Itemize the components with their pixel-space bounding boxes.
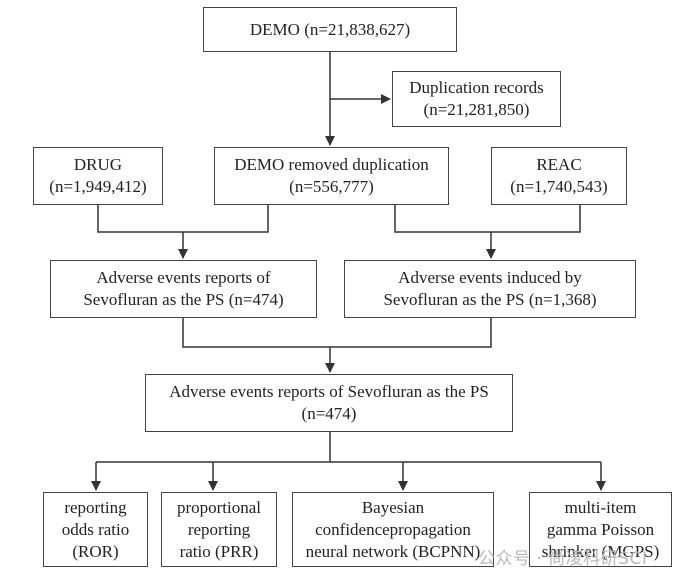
connector-removed-reac (394, 205, 581, 233)
node-ror-line-3: (ROR) (72, 541, 119, 561)
node-demo-removed-duplication: DEMO removed duplication (n=556,777) (214, 147, 449, 205)
node-ror-line-1: reporting (64, 497, 127, 517)
node-drug: DRUG (n=1,949,412) (33, 147, 163, 205)
node-demo: DEMO (n=21,838,627) (203, 7, 457, 52)
node-ror: reporting odds ratio (ROR) (43, 492, 148, 567)
node-prr-line-1: proportional (176, 497, 262, 517)
node-ae-reports-line-2: Sevofluran as the PS (n=474) (83, 290, 284, 309)
node-mgps-line-2: gamma Poisson (546, 519, 655, 539)
node-duplication-line-2: (n=21,281,850) (423, 100, 530, 119)
node-duplication-line-1: Duplication records (409, 78, 544, 97)
node-bcpnn-line-2: confidencepropagation (315, 519, 471, 539)
watermark: 公众号 · 尚凌科研SCI (478, 549, 648, 569)
node-ae-final: Adverse events reports of Sevofluran as … (145, 374, 513, 432)
node-bcpnn-line-1: Bayesian (361, 497, 425, 517)
node-prr: proportional reporting ratio (PRR) (161, 492, 277, 567)
node-mgps-line-1: multi-item (564, 497, 637, 517)
node-prr-line-3: ratio (PRR) (179, 541, 259, 561)
node-demo-removed-line-1: DEMO removed duplication (234, 155, 429, 174)
node-duplication-records: Duplication records (n=21,281,850) (392, 71, 561, 127)
node-prr-line-2: reporting (187, 519, 251, 539)
connector-drug-removed (97, 205, 269, 233)
node-ror-line-2: odds ratio (61, 519, 130, 539)
node-reac: REAC (n=1,740,543) (491, 147, 627, 205)
node-drug-line-1: DRUG (73, 155, 123, 174)
node-reac-line-1: REAC (536, 155, 582, 174)
node-bcpnn: Bayesian confidencepropagation neural ne… (292, 492, 494, 567)
node-mgps: multi-item gamma Poisson shrinker (MGPS) (529, 492, 672, 567)
node-ae-final-line-1: Adverse events reports of Sevofluran as … (169, 382, 489, 401)
node-ae-induced: Adverse events induced by Sevofluran as … (344, 260, 636, 318)
node-ae-reports-ps: Adverse events reports of Sevofluran as … (50, 260, 317, 318)
node-ae-induced-line-2: Sevofluran as the PS (n=1,368) (383, 290, 597, 309)
node-ae-induced-line-1: Adverse events induced by (398, 268, 582, 287)
node-demo-removed-line-2: (n=556,777) (289, 177, 374, 196)
node-ae-reports-line-1: Adverse events reports of (96, 268, 271, 287)
node-bcpnn-line-3: neural network (BCPNN) (305, 541, 481, 561)
node-mgps-line-3: shrinker (MGPS) (541, 541, 660, 561)
node-ae-final-line-2: (n=474) (301, 404, 357, 423)
node-demo-line-1: DEMO (n=21,838,627) (249, 19, 411, 39)
node-drug-line-2: (n=1,949,412) (49, 177, 147, 196)
node-reac-line-2: (n=1,740,543) (510, 177, 608, 196)
connector-middle-pair (182, 318, 492, 348)
